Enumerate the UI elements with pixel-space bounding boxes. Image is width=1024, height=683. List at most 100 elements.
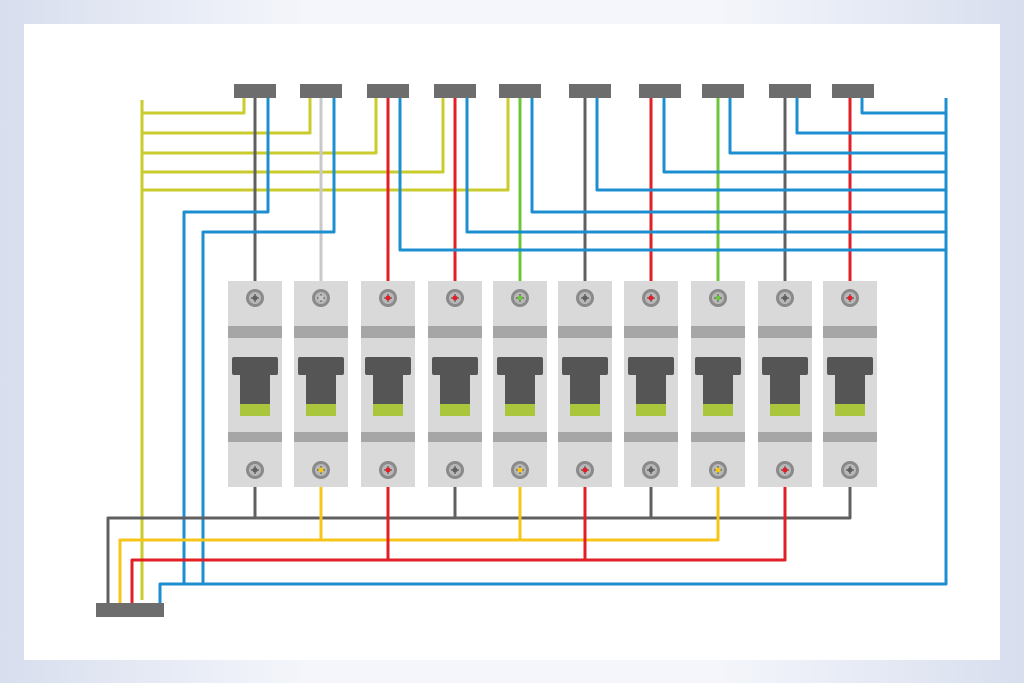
breaker-bottom-band [823,432,877,442]
breaker-top-screw-contact [847,295,853,301]
breaker-handle [306,374,336,404]
breaker-handle-cap [365,357,411,375]
circuit-breaker-2 [294,281,348,487]
blue-return-wire [595,98,946,192]
gray-bus-wire [106,468,852,605]
breaker-handle-cap [562,357,608,375]
breaker-bottom-screw-contact [582,467,588,473]
breaker-top-screw-contact [782,295,788,301]
top-terminal-bar-10 [832,84,874,98]
breaker-top-screw-contact [452,295,458,301]
breaker-top-band [428,326,482,338]
breaker-indicator [835,404,865,416]
breaker-indicator [770,404,800,416]
breaker-handle [636,374,666,404]
breaker-top-screw-contact [715,295,721,301]
circuit-breaker-6 [558,281,612,487]
circuit-breaker-5 [493,281,547,487]
breaker-top-screw-contact [318,295,324,301]
breaker-bottom-band [493,432,547,442]
breaker-top-screw-contact [252,295,258,301]
circuit-breaker-3 [361,281,415,487]
circuit-breaker-9 [758,281,812,487]
breaker-indicator [570,404,600,416]
breaker-bottom-screw-contact [452,467,458,473]
breaker-bottom-band [624,432,678,442]
breaker-handle-cap [232,357,278,375]
breaker-bottom-screw-contact [385,467,391,473]
yellow-bus-wire [118,468,720,605]
circuit-breaker-1 [228,281,282,487]
breaker-bottom-band [294,432,348,442]
top-terminal-bar-7 [639,84,681,98]
breaker-handle-cap [298,357,344,375]
breaker-bottom-screw-contact [318,467,324,473]
neutral-branch-wire [142,98,378,155]
top-terminal-bar-1 [234,84,276,98]
breaker-indicator [636,404,666,416]
top-terminal-bar-5 [499,84,541,98]
circuit-breaker-4 [428,281,482,487]
blue-main-trunk-wire [158,98,948,603]
breaker-handle-cap [827,357,873,375]
blue-wire-1 [182,98,270,584]
breaker-handle [835,374,865,404]
neutral-branch-wire [142,98,246,115]
breaker-handle-cap [695,357,741,375]
blue-return-wire [662,98,946,174]
breaker-bottom-band [691,432,745,442]
blue-return-wire [728,98,946,155]
breaker-top-band [823,326,877,338]
breaker-top-band [228,326,282,338]
blue-return-wire [860,98,946,115]
top-terminal-bar-3 [367,84,409,98]
breaker-top-screw-contact [648,295,654,301]
breaker-bottom-band [228,432,282,442]
breaker-handle-cap [628,357,674,375]
breaker-handle [440,374,470,404]
breaker-handle [770,374,800,404]
breaker-bottom-screw-contact [517,467,523,473]
breaker-handle [505,374,535,404]
circuit-breaker-10 [823,281,877,487]
breaker-top-band [558,326,612,338]
top-terminal-bar-6 [569,84,611,98]
breaker-bottom-screw-contact [648,467,654,473]
breaker-top-screw-contact [582,295,588,301]
breaker-top-band [691,326,745,338]
breaker-bottom-band [558,432,612,442]
breaker-indicator [373,404,403,416]
top-terminal-bar-4 [434,84,476,98]
breaker-bottom-band [428,432,482,442]
top-terminal-bar-9 [769,84,811,98]
top-terminal-bar-8 [702,84,744,98]
breaker-top-band [294,326,348,338]
breaker-bottom-screw-contact [847,467,853,473]
breaker-bottom-band [361,432,415,442]
red-bus-wire [130,468,787,605]
breaker-bottom-screw-contact [782,467,788,473]
bottom-terminal-bar [96,603,164,617]
breaker-indicator [505,404,535,416]
blue-wire-2 [201,98,336,584]
breaker-handle [373,374,403,404]
circuit-breaker-7 [624,281,678,487]
breaker-bottom-screw-contact [252,467,258,473]
breaker-handle [570,374,600,404]
terminal-bars-layer [96,84,874,617]
top-terminal-bar-2 [300,84,342,98]
wires-layer [106,98,948,605]
breaker-top-screw-contact [517,295,523,301]
breaker-bottom-band [758,432,812,442]
breaker-indicator [306,404,336,416]
neutral-branch-wire [142,98,510,192]
blue-return-wire [530,98,946,214]
breaker-top-band [624,326,678,338]
blue-return-wire [465,98,946,234]
breaker-handle-cap [432,357,478,375]
blue-return-wire [795,98,946,135]
circuit-breaker-8 [691,281,745,487]
blue-return-wire [398,98,946,252]
breaker-handle-cap [497,357,543,375]
